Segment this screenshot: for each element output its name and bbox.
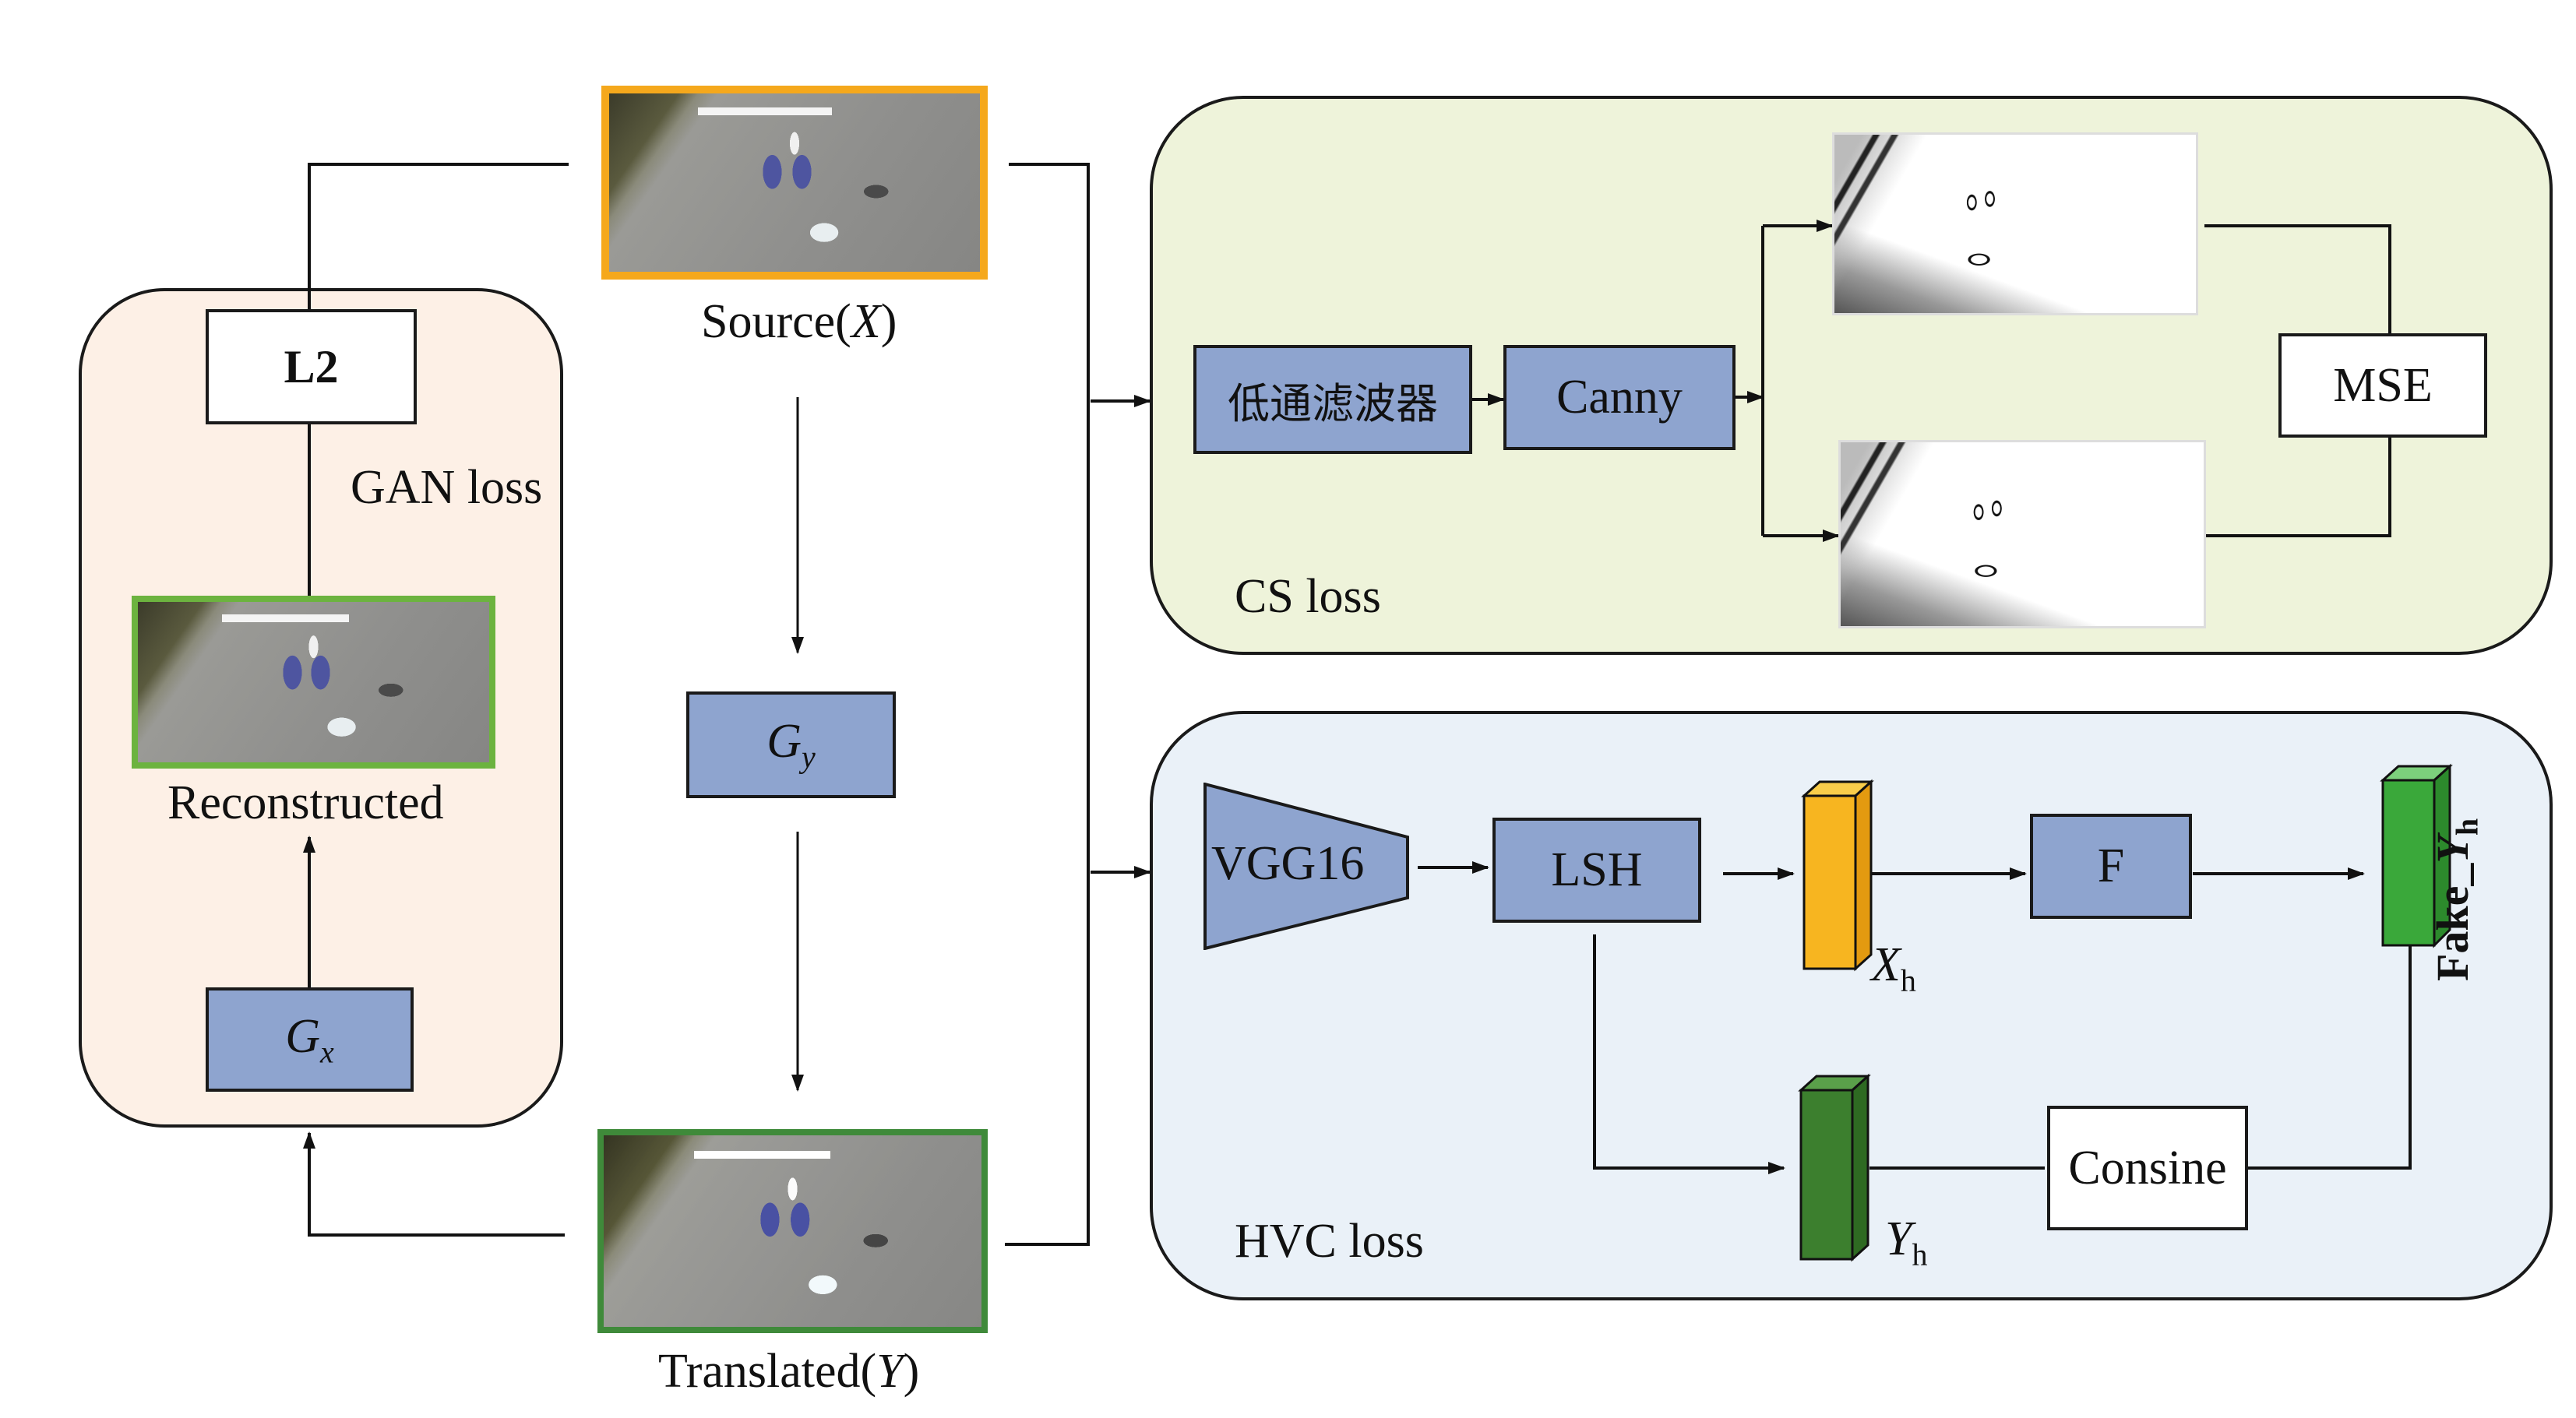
source-label: Source(X) <box>701 295 897 348</box>
wire-cosine-to-fake <box>2247 946 2412 1170</box>
vgg16-trapezoid <box>1203 783 1409 950</box>
gy-generator-box: Gy <box>686 691 896 798</box>
wire-translated-to-gan <box>303 1131 565 1237</box>
wire-edge-bottom-to-mse <box>2204 438 2391 537</box>
cs-loss-label: CS loss <box>1235 570 1381 623</box>
road-photo <box>138 602 489 762</box>
wire-lsh-to-yh <box>1593 934 1785 1174</box>
wire-right-bus <box>1005 163 1090 1246</box>
lsh-box: LSH <box>1492 818 1701 923</box>
edge-art <box>1834 135 2196 313</box>
road-photo <box>604 1135 981 1327</box>
xh-label: Xh <box>1871 938 1916 998</box>
wire-edge-top-to-mse <box>2204 224 2391 340</box>
edge-art <box>1841 442 2204 626</box>
lowpass-filter-box: 低通滤波器 <box>1193 345 1472 454</box>
translated-label: Translated(Y) <box>658 1345 920 1398</box>
source-image <box>601 86 988 280</box>
gx-generator-box: Gx <box>206 987 414 1092</box>
fake-yh-label: Fake_Yh <box>2427 818 2485 981</box>
edge-map-translated <box>1838 440 2206 628</box>
mse-box: MSE <box>2278 333 2487 438</box>
cosine-box: Consine <box>2047 1106 2248 1230</box>
reconstructed-image <box>132 596 495 769</box>
canny-box: Canny <box>1503 345 1736 450</box>
yh-label: Yh <box>1885 1212 1928 1272</box>
l2-box: L2 <box>206 309 417 424</box>
hvc-loss-label: HVC loss <box>1235 1215 1424 1268</box>
f-box: F <box>2030 814 2192 919</box>
wire-source-to-l2 <box>308 163 569 309</box>
road-photo <box>609 93 980 272</box>
translated-image <box>597 1129 988 1333</box>
xh-feature-cube <box>1801 779 1874 972</box>
reconstructed-label: Reconstructed <box>167 776 444 829</box>
vgg16-label: VGG16 <box>1211 837 1365 890</box>
fake-yh-feature-cube <box>2380 763 2453 948</box>
edge-map-source <box>1832 132 2198 315</box>
yh-feature-cube <box>1798 1073 1871 1262</box>
gan-loss-label: GAN loss <box>351 461 543 514</box>
